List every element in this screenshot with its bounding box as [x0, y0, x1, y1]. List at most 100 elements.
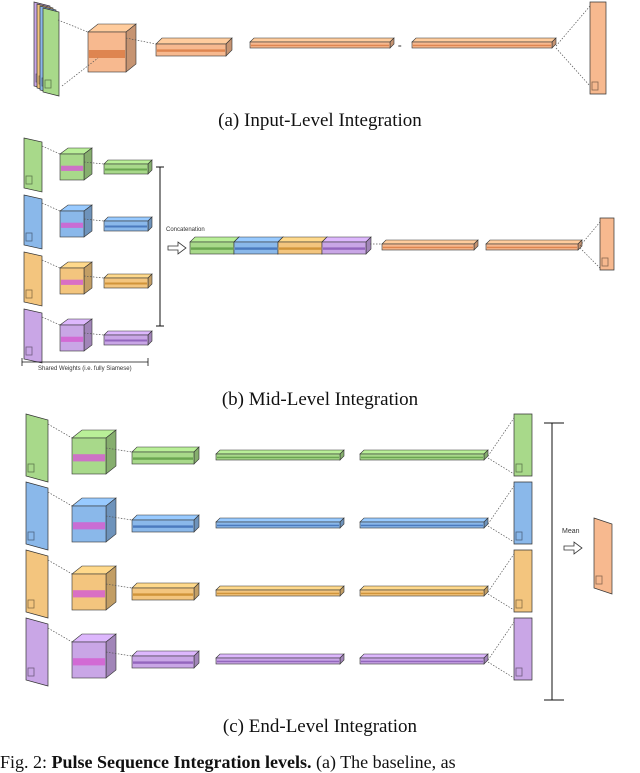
concat-seg-3-top	[321, 236, 372, 243]
mean-arrow	[563, 541, 583, 555]
input-plane-b-1	[23, 194, 43, 250]
feature-block-b-1-stripe	[105, 225, 147, 228]
vector-c-0-1-top	[215, 449, 345, 455]
link-b-1-1	[41, 202, 61, 212]
conv-cube-a-stripe	[89, 50, 125, 58]
feature-block-b-2-top	[103, 273, 153, 279]
link-b-3-2	[83, 332, 105, 336]
link-c-2-3	[487, 553, 515, 593]
conv-cube-b-2-side	[83, 261, 93, 295]
input-plane-c-3	[25, 617, 49, 687]
feature-block-b-1-top	[103, 216, 153, 222]
output-plane-a	[589, 1, 607, 95]
input-plane-c-1	[25, 481, 49, 551]
vector-c-1-1-top	[215, 517, 345, 523]
concat-seg-0-top	[189, 236, 240, 243]
vector-c-2-2-stripe	[361, 592, 483, 595]
output-plane-mean-kernel	[595, 575, 603, 585]
mean-label: Mean	[562, 528, 580, 535]
link-c-3-2	[105, 651, 133, 657]
feature-block-c-3-top	[131, 650, 200, 657]
link-b-4	[579, 221, 601, 247]
caption-end-level: (c) End-Level Integration	[222, 716, 418, 737]
vector-c-3-1-top	[215, 653, 345, 659]
link-c-3-1	[47, 627, 73, 643]
feature-block-c-1-top	[131, 514, 200, 521]
conv-cube-c-1-side	[105, 497, 117, 543]
link-a-5	[555, 47, 591, 87]
link-b-3-1	[41, 316, 61, 326]
input-plane-b-2	[23, 251, 43, 307]
figure-caption: Fig. 2: Pulse Sequence Integration level…	[0, 752, 640, 773]
input-plane-c-1-kernel	[27, 531, 35, 541]
conv-cube-a-side	[125, 23, 137, 73]
feature-block-b-0-stripe	[105, 168, 147, 171]
output-plane-b	[599, 217, 615, 271]
conv-cube-c-3-side	[105, 633, 117, 679]
input-plane-b-0-kernel	[25, 175, 33, 185]
vector-b-2-stripe	[487, 246, 577, 249]
vector-c-3-2-top	[359, 653, 489, 659]
output-plane-c-1	[513, 481, 533, 545]
feature-block-b-0-top	[103, 159, 153, 165]
input-plane-b-1-kernel	[25, 232, 33, 242]
conv-cube-c-3-stripe	[73, 658, 105, 666]
link-b-2-1	[41, 259, 61, 269]
vector-b-1-stripe	[383, 246, 473, 249]
conv-cube-c-2-side	[105, 565, 117, 611]
link-b-5	[579, 247, 601, 269]
link-c-3-3	[487, 621, 515, 661]
vector-b-1-top	[381, 239, 479, 245]
conv-cube-b-3-stripe	[61, 336, 83, 342]
input-plane-c-2	[25, 549, 49, 619]
conv-cube-b-1-side	[83, 204, 93, 238]
link-c-0-1	[47, 423, 73, 439]
vector-c-3-2-stripe	[361, 660, 483, 663]
vector-c-2-1-stripe	[217, 592, 339, 595]
conv-cube-c-0-side	[105, 429, 117, 475]
sep-a: =	[398, 44, 402, 50]
vector-a-1-stripe	[251, 44, 389, 47]
vector-b-2-top	[485, 239, 583, 245]
link-c-1-3	[487, 485, 515, 525]
feature-block-c-0-top	[131, 446, 200, 453]
feature-block-c-1-stripe	[133, 525, 193, 528]
concat-seg-2-top	[277, 236, 328, 243]
input-plane-a-3-kernel	[44, 79, 52, 89]
caption-input-level: (a) Input-Level Integration	[218, 110, 422, 131]
link-b-1-2	[83, 218, 105, 222]
link-c-3-4	[487, 661, 515, 679]
vector-c-2-1-top	[215, 585, 345, 591]
link-b-2-2	[83, 275, 105, 279]
figure-caption-text: (a) The baseline, as	[311, 752, 456, 772]
shared-weights-label: Shared Weights (i.e. fully Siamese)	[38, 366, 132, 372]
concatenation-label: Concatenation	[166, 227, 205, 233]
feature-block-c-3-stripe	[133, 661, 193, 664]
concat-arrow	[167, 241, 187, 255]
feature-block-c-0-stripe	[133, 457, 193, 460]
link-c-1-1	[47, 491, 73, 507]
feature-block-b-2-stripe	[105, 282, 147, 285]
vector-a-1-top	[249, 37, 395, 43]
input-plane-b-3	[23, 308, 43, 364]
input-plane-b-3-kernel	[25, 346, 33, 356]
link-c-1-4	[487, 525, 515, 543]
vector-c-1-1-stripe	[217, 524, 339, 527]
vector-a-2-top	[411, 37, 557, 43]
conv-cube-b-0-side	[83, 147, 93, 181]
output-plane-c-2	[513, 549, 533, 613]
output-plane-a-kernel	[591, 81, 599, 91]
input-plane-b-2-kernel	[25, 289, 33, 299]
vector-c-3-1-stripe	[217, 660, 339, 663]
input-plane-c-0	[25, 413, 49, 483]
concat-seg-3-stripe	[323, 247, 365, 250]
conv-cube-c-0-stripe	[73, 454, 105, 462]
conv-cube-c-1-stripe	[73, 522, 105, 530]
vector-c-0-2-top	[359, 449, 489, 455]
concat-seg-2-stripe	[279, 247, 321, 250]
concat-seg-1-stripe	[235, 247, 277, 250]
output-plane-c-1-kernel	[515, 531, 523, 541]
conv-cube-b-3-side	[83, 318, 93, 352]
link-a-3	[125, 37, 157, 45]
